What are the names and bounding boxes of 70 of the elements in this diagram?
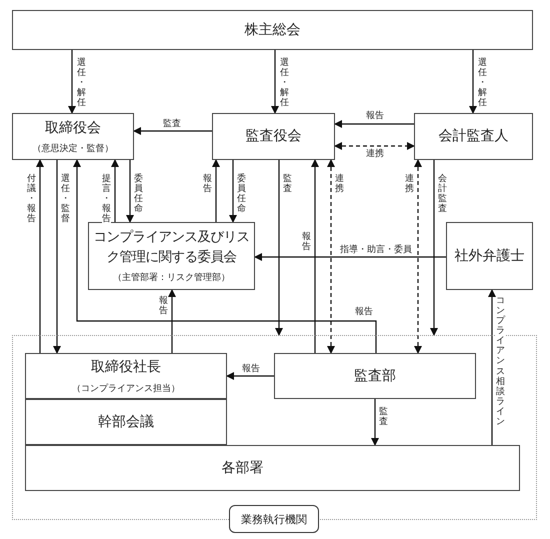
- box-title: 監査役会: [246, 127, 302, 146]
- edge-label: コンプライアンス相談ライン: [496, 296, 506, 428]
- edge-label: 報告: [302, 232, 312, 252]
- box-title: 会計監査人: [438, 127, 508, 146]
- process-box: [25, 445, 520, 491]
- edge-label: 報告: [242, 365, 260, 374]
- arrow: [226, 372, 274, 380]
- box-title: コンプライアンス及びリスク管理に関する委員会: [92, 228, 250, 266]
- edge-label: 選任・解任: [77, 58, 86, 108]
- edge-label: 監査: [379, 407, 388, 428]
- edge-label: 会計監査: [438, 174, 448, 214]
- dashed-arrow: [334, 142, 415, 150]
- box-title: 社外弁護士: [454, 246, 524, 266]
- arrow: [73, 159, 377, 353]
- process-box: [414, 113, 533, 160]
- edge-label: 連携: [366, 150, 384, 159]
- dashed-arrow: [414, 159, 422, 354]
- edge-label: 指導・助言・委員: [340, 246, 412, 255]
- edge-label: 付議・報告: [27, 174, 36, 224]
- box-subtitle: （コンプライアンス担当）: [72, 382, 180, 395]
- edge-label: 連携: [335, 174, 344, 194]
- process-box: [212, 113, 335, 160]
- arrow: [371, 399, 379, 446]
- arrow: [430, 160, 438, 336]
- arrow: [311, 159, 319, 353]
- edge-label: 委員任命: [134, 174, 144, 214]
- process-box: [274, 353, 476, 399]
- arrow: [212, 159, 220, 222]
- dashed-arrow: [327, 159, 335, 354]
- process-box: [25, 399, 227, 445]
- box-subtitle: （意思決定・監督）: [32, 142, 114, 156]
- arrow: [168, 289, 176, 353]
- edge-label: 監査: [163, 120, 181, 129]
- edge-label: 提言・報告: [102, 174, 112, 224]
- edge-label: 連携: [405, 174, 414, 194]
- group-label: 業務執行機関: [229, 505, 319, 533]
- arrow: [36, 159, 44, 353]
- arrow: [271, 50, 279, 114]
- box-title: 取締役会: [45, 118, 101, 138]
- edge-label: 報告: [366, 112, 384, 121]
- arrow: [334, 120, 414, 128]
- arrow: [275, 160, 283, 336]
- edge-label: 報告: [159, 296, 168, 316]
- process-box: [25, 353, 227, 399]
- arrow: [229, 160, 237, 223]
- arrow: [68, 50, 76, 114]
- box-subtitle: （主管部署：リスク管理部）: [113, 272, 230, 284]
- edge-label: 選任・監督: [61, 174, 70, 224]
- arrow: [488, 289, 496, 445]
- process-box: [12, 113, 134, 160]
- process-box: [12, 10, 533, 50]
- edge-label: 報告: [203, 174, 212, 194]
- edge-label: 委員任命: [237, 174, 246, 214]
- edge-label: 監査: [283, 174, 292, 194]
- arrow: [111, 159, 119, 222]
- arrow: [469, 50, 477, 114]
- box-title: 取締役社長: [91, 358, 161, 378]
- edge-label: 選任・解任: [478, 58, 488, 108]
- edge-label: 選任・解任: [280, 58, 290, 108]
- box-title: 監査部: [354, 366, 396, 386]
- arrow: [126, 160, 134, 223]
- process-box: [446, 222, 533, 290]
- arrow: [254, 253, 446, 261]
- box-title: 幹部会議: [98, 412, 154, 432]
- box-title: 株主総会: [244, 20, 300, 40]
- box-title: 各部署: [222, 458, 264, 478]
- arrow: [133, 127, 212, 135]
- edge-label: 報告: [355, 308, 373, 317]
- arrow: [53, 160, 61, 354]
- process-box: [88, 222, 255, 290]
